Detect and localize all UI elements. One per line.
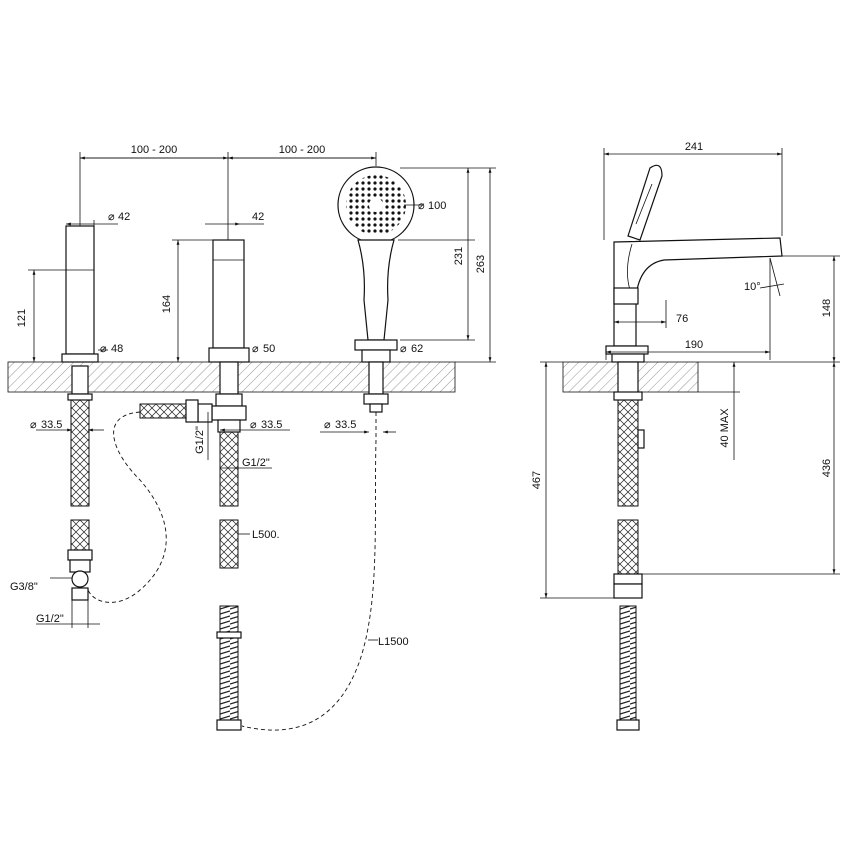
- shower-height-231-label: 231: [453, 247, 465, 265]
- spout-hole-symbol: ⌀: [250, 419, 257, 431]
- spout-body: [139, 239, 250, 731]
- hose-length-short-label: L500.: [252, 529, 280, 541]
- handle-inlet-g12-label: G1/2": [36, 613, 64, 625]
- handle-body: [61, 225, 99, 601]
- angle-label: 10°: [744, 281, 761, 293]
- side-view: 241 190 76 10° 148 40 MAX 467 436: [531, 141, 840, 731]
- spout-inlet-label: G1/2": [194, 426, 206, 454]
- deck-thickness-label: 40 MAX: [719, 408, 731, 448]
- spacing-left-label: 100 - 200: [131, 144, 177, 156]
- depth-467-label: 467: [531, 471, 543, 489]
- side-shower-head: [627, 164, 663, 241]
- shower-diameter-symbol: ⌀: [418, 200, 425, 212]
- hand-shower: [337, 166, 415, 413]
- handle-height-label: 121: [16, 309, 28, 327]
- handle-diameter-symbol: ⌀: [108, 211, 115, 223]
- base-width-label: 76: [676, 313, 688, 325]
- spout-projection-label: 190: [685, 339, 703, 351]
- shower-height-263-label: 263: [475, 255, 487, 273]
- spout-diameter-label: 42: [252, 211, 264, 223]
- spout-outlet-label: G1/2": [242, 457, 270, 469]
- total-length-label: 241: [685, 141, 703, 153]
- handle-inlet-g38-label: G3/8": [10, 581, 38, 593]
- shower-hose-dashed: [87, 411, 167, 603]
- handle-hole-label: 33.5: [41, 419, 62, 431]
- front-view: 100 - 200 100 - 200 ⌀ 42 42 ⌀ 100 231 26…: [7, 144, 496, 731]
- hose-length-long-label: L1500: [378, 636, 409, 648]
- handle-diameter-label: 42: [118, 211, 130, 223]
- height-label: 148: [821, 299, 833, 317]
- handle-hole-symbol: ⌀: [30, 419, 37, 431]
- handle-base-symbol: ⌀: [100, 343, 107, 355]
- shower-base-label: 62: [411, 343, 423, 355]
- spout-base-label: 50: [263, 343, 275, 355]
- shower-hole-symbol: ⌀: [324, 419, 331, 431]
- spout-hole-label: 33.5: [261, 419, 282, 431]
- spacing-right-label: 100 - 200: [279, 144, 325, 156]
- spout-base-symbol: ⌀: [252, 343, 259, 355]
- spout-height-label: 164: [161, 295, 173, 313]
- shower-diameter-label: 100: [428, 200, 446, 212]
- handle-base-label: 48: [111, 343, 123, 355]
- shower-hole-label: 33.5: [335, 419, 356, 431]
- shower-base-symbol: ⌀: [400, 343, 407, 355]
- depth-436-label: 436: [821, 459, 833, 477]
